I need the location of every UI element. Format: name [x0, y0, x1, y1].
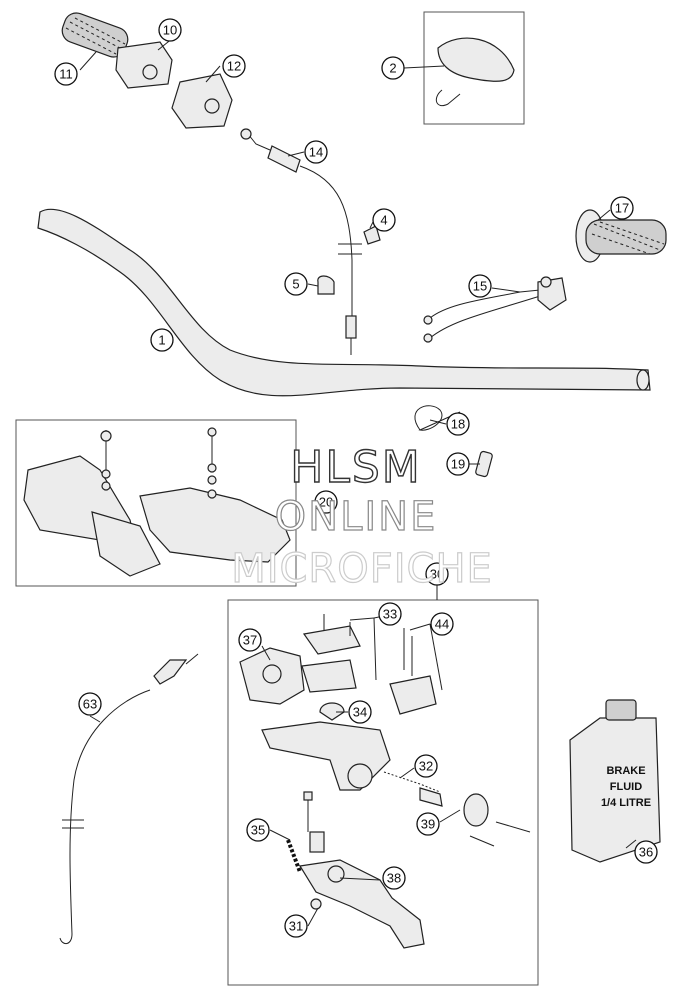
callout-15: 15 [468, 274, 492, 298]
svg-text:20: 20 [319, 495, 333, 510]
callout-36: 36 [634, 840, 658, 864]
callout-30: 30 [425, 562, 449, 586]
svg-text:5: 5 [292, 277, 299, 292]
watermark-line3: MICROFICHE [231, 546, 493, 592]
group-box-part-2 [423, 11, 525, 125]
watermark: HLSM ONLINE MICROFICHE [231, 441, 493, 592]
svg-text:4: 4 [380, 213, 387, 228]
brake-master-cylinder-icon [239, 614, 531, 833]
svg-text:35: 35 [251, 823, 265, 838]
svg-text:32: 32 [419, 759, 433, 774]
kill-switch-icon [423, 276, 567, 343]
svg-text:15: 15 [473, 279, 487, 294]
callout-33: 33 [378, 602, 402, 626]
callout-11: 11 [54, 62, 78, 86]
throttle-housing-icon [115, 41, 233, 129]
svg-text:31: 31 [289, 919, 303, 934]
svg-text:1: 1 [158, 333, 165, 348]
callout-63: 63 [78, 692, 102, 716]
svg-text:38: 38 [387, 871, 401, 886]
svg-text:34: 34 [353, 705, 367, 720]
watermark-line1: HLSM [290, 442, 422, 493]
svg-text:18: 18 [451, 417, 465, 432]
callout-20: 20 [314, 490, 338, 514]
callout-10: 10 [158, 18, 182, 42]
callout-5: 5 [284, 272, 308, 296]
callout-38: 38 [382, 866, 406, 890]
svg-text:37: 37 [243, 633, 257, 648]
callout-31: 31 [284, 914, 308, 938]
callout-32: 32 [414, 754, 438, 778]
callout-18: 18 [446, 412, 470, 436]
svg-text:33: 33 [383, 607, 397, 622]
svg-text:14: 14 [309, 145, 323, 160]
container-label-line2: FLUID [610, 781, 642, 793]
svg-text:39: 39 [421, 817, 435, 832]
svg-text:12: 12 [227, 59, 241, 74]
callout-1: 1 [150, 328, 174, 352]
handlebar-icon [37, 208, 651, 397]
brake-fluid-container-icon: BRAKE FLUID 1/4 LITRE [569, 699, 661, 863]
hose-icon [59, 653, 199, 944]
callout-34: 34 [348, 700, 372, 724]
group-box-hand-guards [15, 419, 297, 587]
svg-text:17: 17 [615, 201, 629, 216]
callout-17: 17 [610, 196, 634, 220]
svg-text:11: 11 [59, 67, 73, 82]
cable-tie-icon [414, 405, 461, 431]
group-box-brake-assembly [227, 599, 539, 986]
leader-lines [79, 33, 637, 927]
callout-35: 35 [246, 818, 270, 842]
watermark-line2: ONLINE [275, 494, 438, 540]
svg-text:19: 19 [451, 457, 465, 472]
svg-text:36: 36 [639, 845, 653, 860]
svg-text:10: 10 [163, 23, 177, 38]
sleeve-icon [475, 450, 493, 478]
throttle-cover-icon [435, 37, 515, 106]
hand-guard-icon [23, 427, 291, 577]
cable-clip-icon [317, 275, 335, 295]
callout-19: 19 [446, 452, 470, 476]
svg-text:63: 63 [83, 697, 97, 712]
callout-14: 14 [304, 140, 328, 164]
callout-4: 4 [372, 208, 396, 232]
svg-text:2: 2 [389, 61, 396, 76]
cable-icon [240, 128, 362, 355]
callout-44: 44 [430, 612, 454, 636]
callout-2: 2 [381, 56, 405, 80]
callout-39: 39 [416, 812, 440, 836]
brake-lever-icon [286, 791, 425, 949]
adjuster-icon [363, 225, 381, 245]
svg-text:30: 30 [430, 567, 444, 582]
right-grip-icon [575, 209, 667, 263]
container-label-line1: BRAKE [606, 765, 645, 777]
svg-text:44: 44 [435, 617, 449, 632]
callout-12: 12 [222, 54, 246, 78]
callout-37: 37 [238, 628, 262, 652]
container-label-line3: 1/4 LITRE [601, 797, 651, 809]
